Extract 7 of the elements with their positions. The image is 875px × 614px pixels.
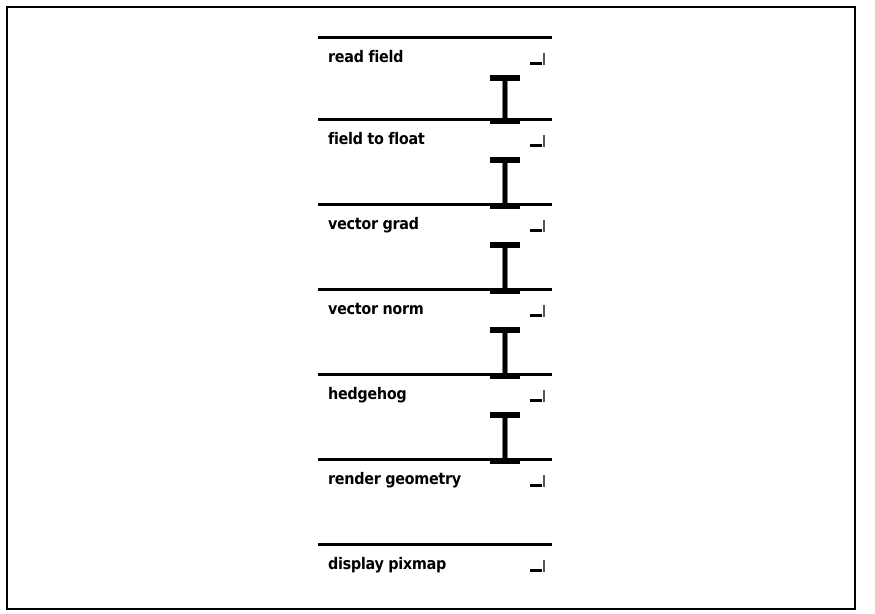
module-name: read field bbox=[328, 47, 404, 66]
module-name: vector grad bbox=[328, 214, 419, 233]
module-name: render geometry bbox=[328, 469, 461, 488]
module-name: display pixmap bbox=[328, 554, 446, 573]
module-name: hedgehog bbox=[328, 384, 406, 403]
module-name: field to float bbox=[328, 129, 424, 148]
module-name: vector norm bbox=[328, 299, 424, 318]
